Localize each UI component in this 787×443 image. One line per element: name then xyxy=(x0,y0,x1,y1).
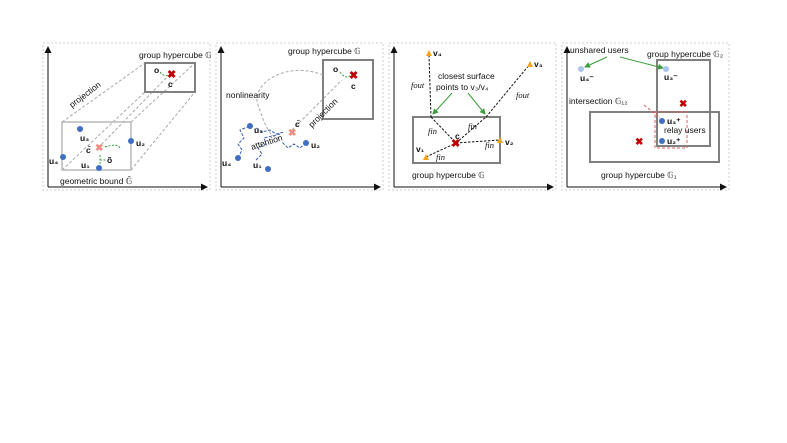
user-dot-u4-minus xyxy=(578,66,584,72)
u3-label: u₃ xyxy=(80,133,89,143)
u4-minus-label: u₄⁻ xyxy=(580,73,594,83)
user-dot-u3-minus xyxy=(663,66,669,72)
group-hypercube-box xyxy=(144,62,196,93)
offset-line-bar xyxy=(99,155,106,165)
closest-arrow-left xyxy=(432,92,453,115)
unshared-arrow-left xyxy=(584,56,608,68)
user-dot-u4 xyxy=(60,154,66,160)
panel-frame xyxy=(388,42,557,191)
center-x-icon: ✖ xyxy=(349,70,358,82)
attention-paths xyxy=(237,125,307,161)
user-dot-u4 xyxy=(235,155,241,161)
c-label: c xyxy=(455,131,460,141)
projection-lines xyxy=(61,62,196,171)
user-dot-u2 xyxy=(303,140,309,146)
u1-label: u₁ xyxy=(81,160,90,170)
center-x-icon: ✖ xyxy=(451,138,460,150)
group-hypercube-label: group hypercube 𝔾 xyxy=(288,46,361,56)
u3-plus-label: u₃⁺ xyxy=(667,116,681,126)
item-triangle-v4 xyxy=(426,50,432,56)
v2-label: v₂ xyxy=(505,137,514,147)
attention-label: attention xyxy=(250,132,284,152)
intersection-pointer xyxy=(643,104,661,119)
item-triangle-v3 xyxy=(527,61,533,67)
group-hypercube-label: group hypercube 𝔾 xyxy=(412,170,485,180)
nonlinearity-label: nonlinearity xyxy=(226,90,270,100)
panel-frame xyxy=(42,42,211,191)
user-dot-u2-plus xyxy=(659,138,665,144)
center-x-icon-g2: ✖ xyxy=(679,99,687,110)
intersection-label: intersection 𝔾₁₂ xyxy=(569,96,628,106)
c-bar-label: c̄ xyxy=(86,145,91,155)
group-hypercube-label: group hypercube 𝔾 xyxy=(139,50,212,60)
f-in-label-3: fin xyxy=(485,140,494,150)
f-out-label-right: fout xyxy=(516,90,530,100)
o-label: o xyxy=(154,65,159,75)
panel-2: group hypercube 𝔾 nonlinearity projectio… xyxy=(215,42,384,191)
panel-4: group hypercube 𝔾₂ group hypercube 𝔾₁ un… xyxy=(561,42,730,191)
center-x-icon: ✖ xyxy=(167,69,176,81)
projection-label: projection xyxy=(67,79,103,109)
geometric-bound-label: geometric bound 𝔾̄ xyxy=(60,175,133,186)
offset-brace-bar xyxy=(104,144,121,149)
closest-line-1: closest surface xyxy=(438,71,495,81)
v1-label: v₁ xyxy=(416,144,425,154)
panel-1: group hypercube 𝔾 projection geometric b… xyxy=(42,42,212,191)
c-bar-x-icon: ✖ xyxy=(95,143,103,154)
u4-label: u₄ xyxy=(49,156,58,166)
offset-brace xyxy=(159,71,171,77)
u4-label: u₄ xyxy=(222,158,231,168)
group-hypercube-2-label: group hypercube 𝔾₂ xyxy=(647,49,723,59)
panel-3: group hypercube 𝔾 closest surface points… xyxy=(388,42,557,191)
offset-brace xyxy=(339,71,352,78)
panel-frame xyxy=(561,42,730,191)
function-lines xyxy=(425,54,531,158)
user-dot-u3-plus xyxy=(659,118,665,124)
u1-label: u₁ xyxy=(253,160,262,170)
group-hypercube-box xyxy=(322,59,374,120)
closest-line-2: points to v₃/v₄ xyxy=(436,82,489,92)
u3-label: u₃ xyxy=(254,125,263,135)
center-x-icon-g1: ✖ xyxy=(635,137,643,148)
panel-frame xyxy=(215,42,384,191)
v3-label: v₃ xyxy=(534,59,543,69)
user-dot-u2 xyxy=(128,138,134,144)
o-label: o xyxy=(333,64,338,74)
f-in-label-1: fin xyxy=(428,126,437,136)
unshared-arrow-right xyxy=(619,56,664,70)
f-in-label-4: fin xyxy=(436,152,445,162)
closest-arrow-right xyxy=(467,92,486,115)
projection-line xyxy=(291,79,343,131)
c-bar-label: c̄ xyxy=(295,119,300,129)
user-dot-u3 xyxy=(247,123,253,129)
u2-label: u₂ xyxy=(136,138,145,148)
item-triangle-v1 xyxy=(423,154,429,160)
v4-label: v₄ xyxy=(433,48,442,58)
u2-label: u₂ xyxy=(311,140,320,150)
intersection-box xyxy=(654,111,688,149)
item-triangle-v2 xyxy=(497,137,503,143)
c-bar-x-icon: ✖ xyxy=(288,128,296,139)
u3-minus-label: u₃⁻ xyxy=(664,72,678,82)
c-label: c xyxy=(351,81,356,91)
f-in-label-2: fin xyxy=(468,121,477,131)
group-hypercube-2-box xyxy=(656,59,711,147)
f-out-label-left: fout xyxy=(411,80,425,90)
user-dot-u1 xyxy=(265,166,271,172)
geometric-bound-box xyxy=(61,121,132,171)
u2-plus-label: u₂⁺ xyxy=(667,136,681,146)
user-dot-u1 xyxy=(96,165,102,171)
relay-users-label: relay users xyxy=(664,125,706,135)
c-label: c xyxy=(168,79,173,89)
o-bar-label: õ xyxy=(107,155,112,165)
unshared-users-label: unshared users xyxy=(570,45,629,55)
group-hypercube-1-label: group hypercube 𝔾₁ xyxy=(601,170,677,180)
user-dot-u3 xyxy=(77,126,83,132)
